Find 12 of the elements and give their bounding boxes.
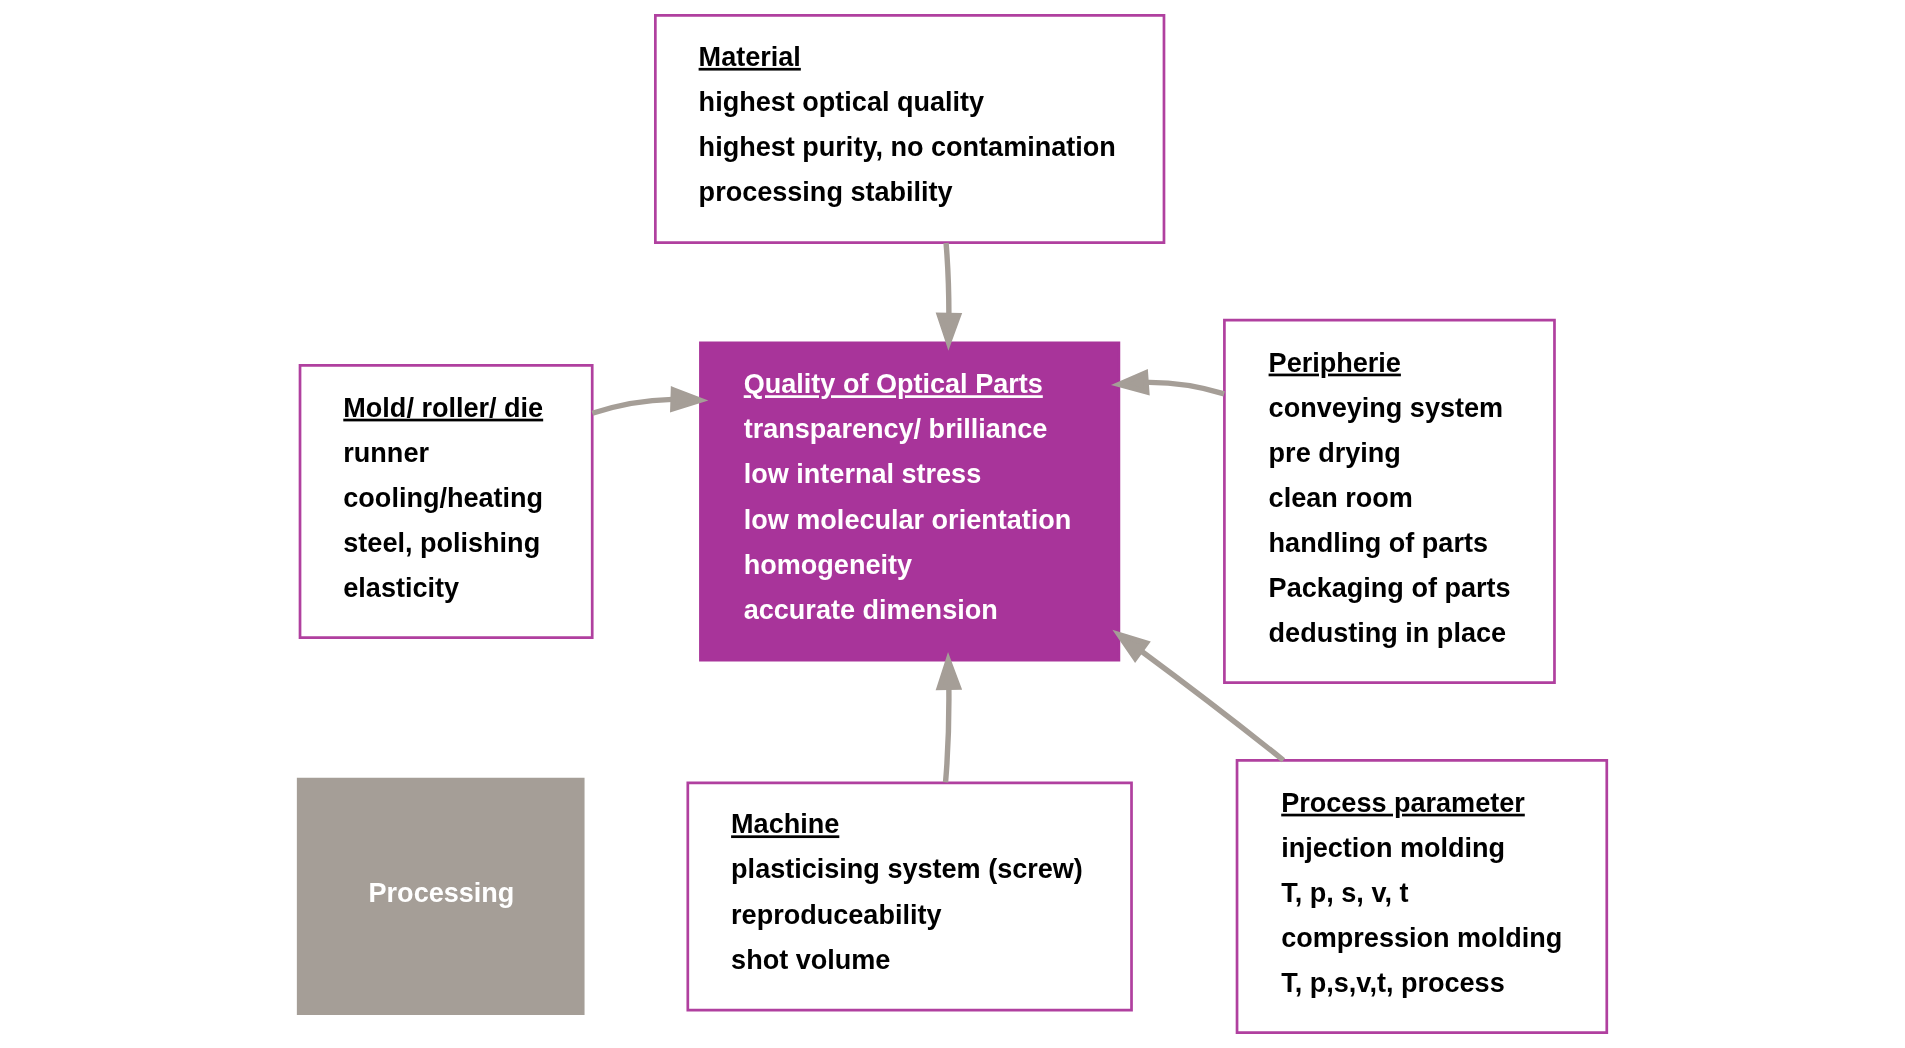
node-box: Peripherie conveying system pre drying clean room handling of parts Packaging of parts dedusting in place [1223,318,1556,685]
arrow [1112,629,1286,763]
node-box: Mold/ roller/ die runner cooling/heating steel, polishing elasticity [298,363,594,639]
node-box: Processing [296,777,585,1016]
arrow [935,652,963,783]
arrow [1110,369,1225,397]
arrow [591,386,709,416]
node-box: Machine plasticising system (screw) reproduceability shot volume [686,781,1133,1012]
node-box: Material highest optical quality highest purity, no contamination processing stability [654,14,1166,244]
node-box: Process parameter injection molding T, p, s, v, t compression molding T, p,s,v,t, process [1235,758,1609,1034]
node-box: Quality of Optical Parts transparency/ brilliance low internal stress low molecular orientation homogeneity accurate dimension [699,341,1121,662]
arrow [935,242,963,351]
